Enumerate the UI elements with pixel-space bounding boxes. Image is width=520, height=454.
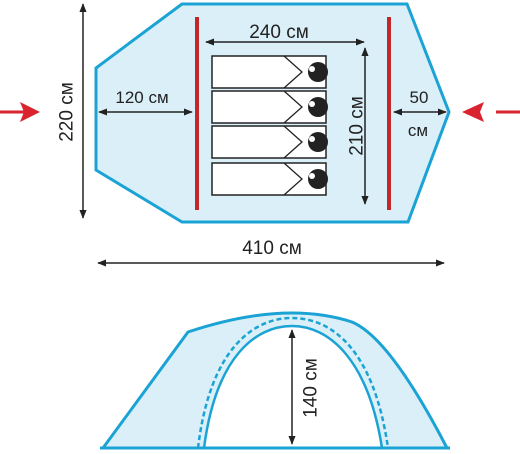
- label-total-length: 410 см: [242, 238, 302, 259]
- label-inner-width: 210 см: [347, 96, 368, 156]
- top-view: 240 см 210 см 120 см 50 см: [0, 2, 520, 224]
- sleeping-bag: [211, 162, 328, 196]
- sleeping-bag: [211, 55, 328, 89]
- label-inner-length: 240 см: [249, 22, 309, 43]
- entrance-arrow-right: [462, 102, 520, 122]
- label-vestibule-back-unit: см: [408, 121, 428, 140]
- sleeping-bag: [211, 125, 328, 159]
- label-total-width-side: 220 см: [57, 82, 78, 142]
- label-vestibule-front: 120 см: [115, 88, 168, 107]
- inner-arch-outer: [196, 316, 390, 449]
- label-vestibule-back-number: 50: [410, 88, 429, 107]
- entrance-arrow-left: [0, 102, 40, 122]
- label-tent-height: 140 см: [301, 358, 322, 418]
- side-view: 140 см: [100, 311, 450, 450]
- sleeping-bag: [211, 90, 328, 124]
